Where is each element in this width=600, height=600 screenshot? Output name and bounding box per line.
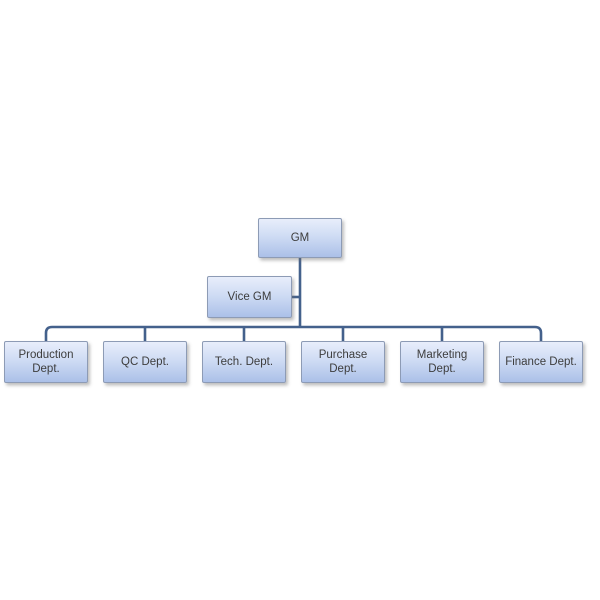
node-tech-dept-label: Tech. Dept. bbox=[214, 355, 274, 368]
node-production-dept: Production Dept. bbox=[4, 341, 88, 383]
node-finance-dept: Finance Dept. bbox=[499, 341, 583, 383]
bus-line bbox=[44, 325, 543, 341]
node-gm-label: GM bbox=[290, 231, 310, 244]
node-purchase-dept-label: Purchase Dept. bbox=[318, 348, 368, 375]
node-purchase-dept: Purchase Dept. bbox=[301, 341, 385, 383]
node-qc-dept-label: QC Dept. bbox=[121, 355, 169, 368]
node-tech-dept: Tech. Dept. bbox=[202, 341, 286, 383]
node-qc-dept: QC Dept. bbox=[103, 341, 187, 383]
node-finance-dept-label: Finance Dept. bbox=[505, 355, 577, 368]
node-vice-gm-label: Vice GM bbox=[227, 290, 272, 303]
node-marketing-dept-label: Marketing Dept. bbox=[416, 348, 468, 375]
node-vice-gm: Vice GM bbox=[207, 276, 292, 318]
node-production-dept-label: Production Dept. bbox=[18, 348, 74, 375]
node-gm: GM bbox=[258, 218, 342, 258]
node-marketing-dept: Marketing Dept. bbox=[400, 341, 484, 383]
